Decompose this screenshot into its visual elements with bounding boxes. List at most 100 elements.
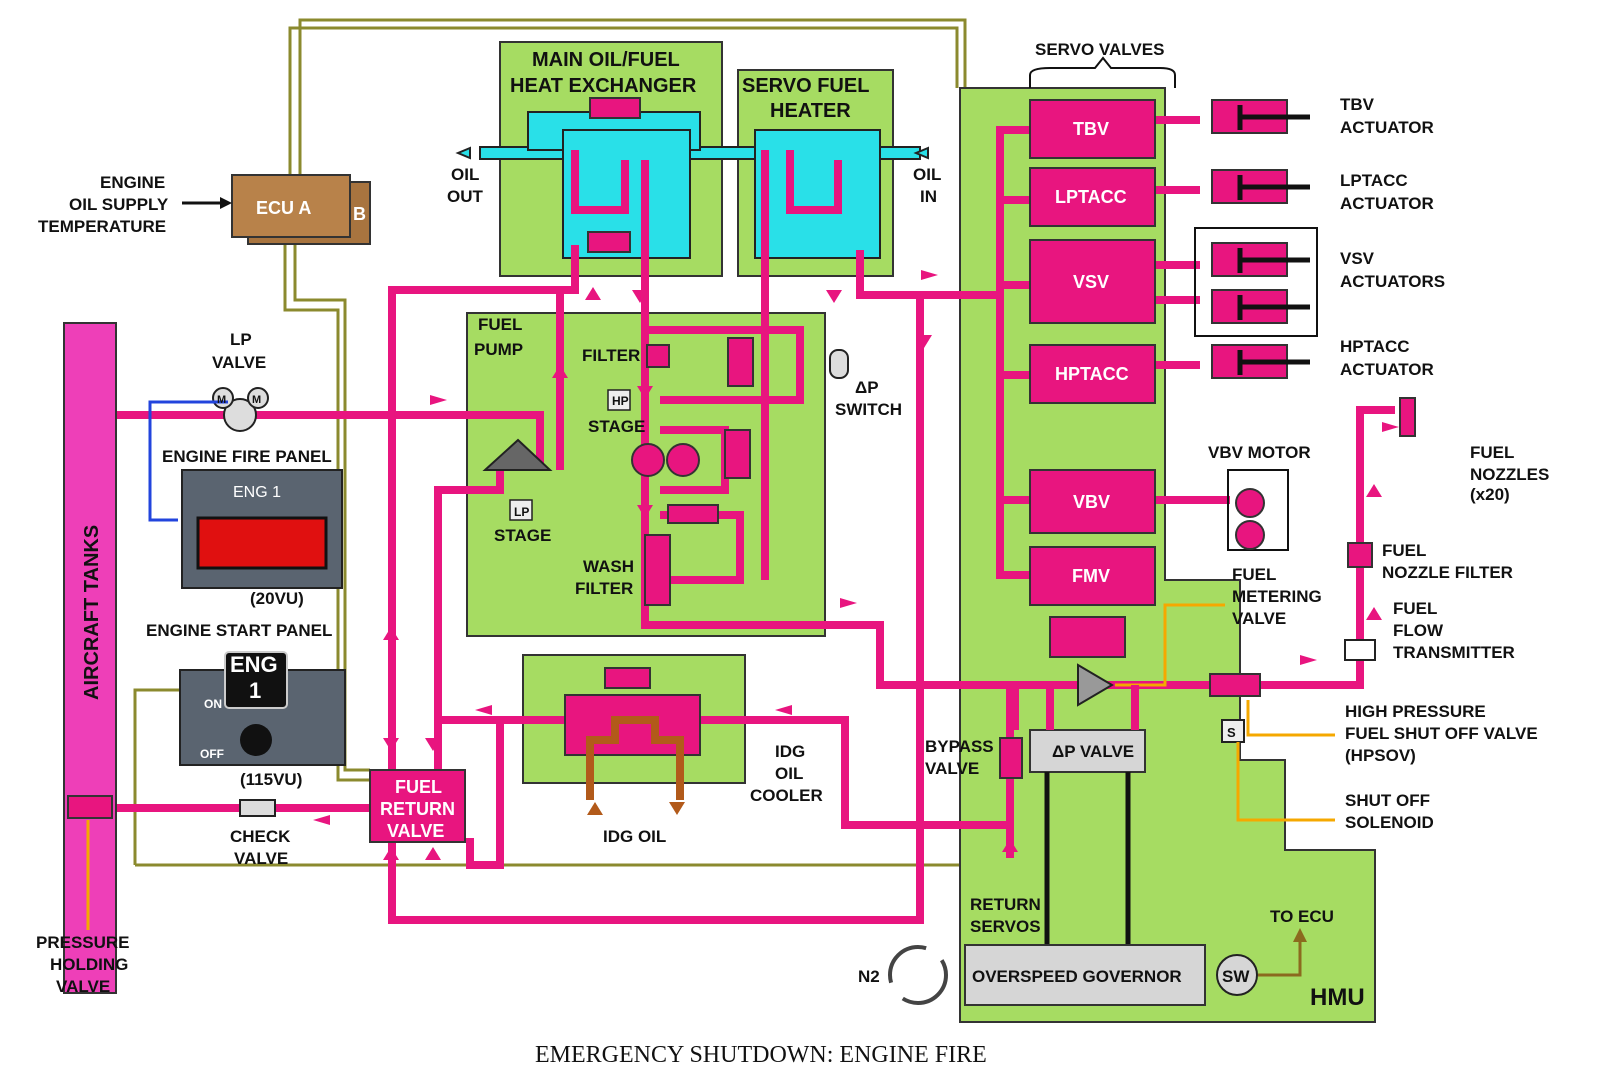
vbv-label: VBV [1073, 492, 1110, 512]
oil-in-label-1: OIL [913, 165, 941, 184]
lp-valve-label-1: LP [230, 330, 252, 349]
lptacc-valve [1029, 167, 1156, 227]
idg-cooler-core [564, 667, 701, 815]
tbv-actuator-label-1: TBV [1340, 95, 1375, 114]
engine-oil-label-2: OIL SUPPLY [69, 195, 169, 214]
oil-out-label-1: OIL [451, 165, 479, 184]
hptacc-actuator-label-1: HPTACC [1340, 337, 1410, 356]
servo-heater-label-1: SERVO FUEL [742, 75, 869, 97]
fuel-return-label-3: VALVE [387, 821, 444, 841]
fuel-pump-label-1: FUEL [478, 315, 522, 334]
shut-off-solenoid-box [1221, 719, 1245, 743]
tbv-valve [1029, 99, 1156, 159]
idg-cooler-label-3: COOLER [750, 786, 823, 805]
start-panel-label: ENGINE START PANEL [146, 621, 332, 640]
engine-oil-label-3: TEMPERATURE [38, 217, 166, 236]
heat-exchanger-label-1: MAIN OIL/FUEL [532, 49, 680, 71]
lp-motor-m-left: M [217, 394, 226, 406]
on-label: ON [204, 697, 222, 711]
actuators [1194, 99, 1318, 379]
engine-oil-label-1: ENGINE [100, 173, 165, 192]
servo-heater-label-2: HEATER [770, 100, 851, 122]
nozzle-filter-label-2: NOZZLE FILTER [1382, 563, 1513, 582]
fmv-text-3: VALVE [1232, 609, 1286, 628]
oil-out-label-2: OUT [447, 187, 484, 206]
dp-valve-label: ΔP VALVE [1052, 742, 1134, 761]
fuel-nozzle-symbol [1399, 397, 1416, 437]
servo-valves-label: SERVO VALVES [1035, 40, 1164, 59]
return-servos-label-1: RETURN [970, 895, 1041, 914]
eng1-fire-label: ENG 1 [233, 484, 281, 501]
vbv-motor-frame [1227, 469, 1289, 551]
flow-transmitter-label-1: FUEL [1393, 599, 1437, 618]
lp-motor-m-right: M [252, 394, 261, 406]
to-ecu-label: TO ECU [1270, 907, 1334, 926]
fmv-text-2: METERING [1232, 587, 1322, 606]
lp-valve-wire [148, 400, 228, 522]
lptacc-actuator-label-2: ACTUATOR [1340, 194, 1434, 213]
vbv-valve [1029, 469, 1156, 534]
flow-arrows [313, 146, 1399, 860]
vbv-motor-label: VBV MOTOR [1208, 443, 1311, 462]
to-ecu-arrow [1293, 928, 1307, 942]
fmv-signal-line [1115, 603, 1225, 687]
lptacc-actuator-label-1: LPTACC [1340, 171, 1408, 190]
vsv-actuator-label-1: VSV [1340, 249, 1375, 268]
fuel-nozzles-label-1: FUEL [1470, 443, 1514, 462]
n2-label: N2 [858, 967, 880, 986]
vsv-actuator-label-2: ACTUATORS [1340, 272, 1445, 291]
eng1-fire-button[interactable] [196, 516, 328, 570]
filter-label: FILTER [582, 346, 640, 365]
aircraft-tanks [63, 322, 117, 994]
pressure-holding-valve-symbol [67, 795, 113, 819]
servo-valves-brace [1029, 56, 1176, 88]
to-ecu-line [1258, 940, 1302, 977]
eng-switch-label-2: 1 [249, 678, 261, 703]
s-mark: S [1227, 725, 1236, 740]
hmu-label: HMU [1310, 984, 1365, 1011]
vbv-motor-gear-bottom [1235, 520, 1265, 550]
fire-panel-label: ENGINE FIRE PANEL [162, 447, 332, 466]
eng1-master-switch[interactable] [224, 651, 288, 709]
overspeed-governor-box [964, 944, 1206, 1006]
lp-box-label: LP [514, 505, 529, 519]
idg-cooler-label-1: IDG [775, 742, 805, 761]
dp-switch-label-2: SWITCH [835, 400, 902, 419]
wash-filter-label-2: FILTER [575, 579, 633, 598]
ecu-b-label: B [353, 204, 366, 224]
flow-transmitter-label-3: TRANSMITTER [1393, 643, 1515, 662]
phv-label-1: PRESSURE [36, 933, 130, 952]
governor-lines [1044, 772, 1131, 945]
phv-label-3: VALVE [56, 977, 110, 996]
fuel-return-label-2: RETURN [380, 799, 455, 819]
hptacc-actuator-label-2: ACTUATOR [1340, 360, 1434, 379]
hpsov-label-3: (HPSOV) [1345, 746, 1416, 765]
hpsov-label-1: HIGH PRESSURE [1345, 702, 1486, 721]
tbv-actuator-label-2: ACTUATOR [1340, 118, 1434, 137]
heat-exchanger-cores [571, 97, 842, 253]
n2-rotation-icon [888, 945, 948, 1005]
idg-oil-label: IDG OIL [603, 827, 666, 846]
lp-valve-body [223, 398, 257, 432]
hpsov-label-2: FUEL SHUT OFF VALVE [1345, 724, 1538, 743]
vu115-label: (115VU) [240, 770, 302, 789]
bypass-label-1: BYPASS [925, 737, 994, 756]
vbv-motor-gear-top [1235, 488, 1265, 518]
hp-box-label: HP [612, 394, 629, 408]
check-valve-symbol [239, 799, 276, 817]
check-valve-label-1: CHECK [230, 827, 291, 846]
vsv-valve [1029, 239, 1156, 324]
wash-filter-label-1: WASH [583, 557, 634, 576]
hptacc-label: HPTACC [1055, 364, 1129, 384]
diagram-caption: EMERGENCY SHUTDOWN: ENGINE FIRE [535, 1042, 987, 1068]
lp-valve-motor-right [247, 387, 269, 409]
return-servos-label-2: SERVOS [970, 917, 1041, 936]
sw-label: SW [1222, 967, 1250, 986]
oil-lines [479, 111, 921, 259]
fmv-text-1: FUEL [1232, 565, 1276, 584]
bypass-valve-symbol [999, 737, 1023, 779]
eng1-switch-knob [240, 724, 272, 756]
fuel-pump-label-2: PUMP [474, 340, 523, 359]
idg-cooler-label-2: OIL [775, 764, 803, 783]
